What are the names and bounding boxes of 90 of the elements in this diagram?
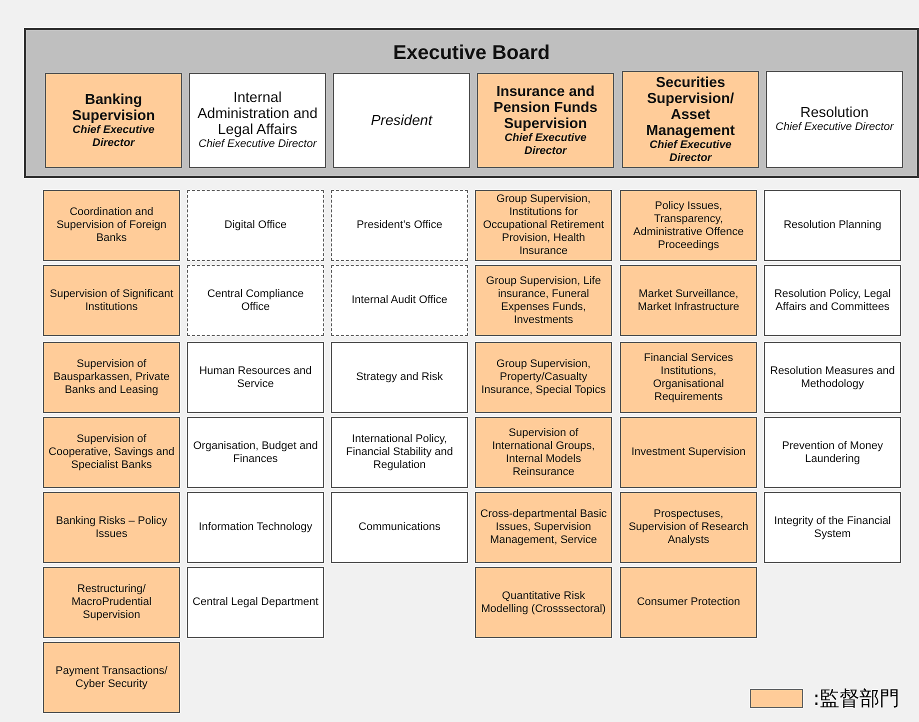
- division-name: Internal Administration and Legal Affairs: [196, 90, 319, 138]
- department-box: [620, 265, 757, 336]
- department-box: [331, 342, 468, 413]
- department-box: [187, 567, 324, 638]
- department-name: Prospectuses, Supervision of Research Analysts: [628, 508, 750, 547]
- division-box: [622, 71, 759, 168]
- department-name: Supervision of International Groups, Internal Models Reinsurance: [491, 426, 596, 478]
- department-name: President’s Office: [356, 219, 442, 232]
- department-box: [764, 417, 901, 488]
- department-name: Prevention of Money Laundering: [781, 440, 884, 466]
- department-name: Financial Services Institutions, Organisational Requirements: [642, 352, 734, 404]
- department-box: [475, 342, 612, 413]
- department-name: Digital Office: [224, 219, 287, 232]
- department-box: [43, 417, 180, 488]
- board-panel: [24, 28, 919, 178]
- department-name: Resolution Measures and Methodology: [769, 364, 896, 390]
- department-name: Cross-departmental Basic Issues, Supervision Management, Service: [480, 508, 607, 547]
- director-title: Chief Executive Director: [776, 121, 894, 134]
- department-name: Strategy and Risk: [356, 371, 443, 384]
- department-box: [187, 265, 324, 336]
- department-name: Organisation, Budget and Finances: [192, 440, 319, 466]
- legend-text: :監督部門: [813, 685, 900, 712]
- department-box: [43, 492, 180, 563]
- department-name: Central Compliance Office: [206, 288, 305, 314]
- department-box: [331, 265, 468, 336]
- department-name: Quantitative Risk Modelling (Crosssectoral): [480, 590, 607, 616]
- department-name: Group Supervision, Property/Casualty Insurance, Special Topics: [480, 358, 607, 397]
- division-box: [189, 73, 326, 168]
- department-box: [475, 417, 612, 488]
- department-name: Restructuring/ MacroPrudential Supervision: [70, 583, 153, 622]
- department-box: [43, 342, 180, 413]
- department-name: Banking Risks – Policy Issues: [54, 514, 168, 540]
- department-name: Communications: [358, 521, 440, 534]
- department-box: [764, 265, 901, 336]
- department-box: [620, 190, 757, 261]
- department-box: [620, 567, 757, 638]
- department-name: Payment Transactions/ Cyber Security: [54, 664, 168, 690]
- department-name: Internal Audit Office: [352, 294, 448, 307]
- department-box: [43, 190, 180, 261]
- department-box: [475, 567, 612, 638]
- department-name: Supervision of Significant Institutions: [48, 288, 174, 314]
- department-name: Integrity of the Financial System: [773, 514, 892, 540]
- division-box: [477, 73, 614, 168]
- department-box: [331, 417, 468, 488]
- department-box: [764, 492, 901, 563]
- department-box: [620, 342, 757, 413]
- department-name: Investment Supervision: [631, 446, 746, 459]
- director-title: Chief Executive Director: [504, 132, 588, 158]
- director-title: Chief Executive Director: [72, 124, 156, 150]
- director-title: Chief Executive Director: [198, 138, 316, 151]
- department-box: [475, 265, 612, 336]
- division-name: Insurance and Pension Funds Supervision: [492, 84, 598, 132]
- division-name: Resolution: [800, 105, 869, 121]
- department-box: [43, 265, 180, 336]
- department-name: Group Supervision, Life insurance, Funeral Expenses Funds, Investments: [485, 274, 602, 326]
- department-box: [620, 417, 757, 488]
- department-name: Coordination and Supervision of Foreign Banks: [55, 206, 168, 245]
- division-name: Securities Supervision/ Asset Management: [645, 74, 736, 138]
- department-name: Resolution Policy, Legal Affairs and Committees: [773, 288, 892, 314]
- department-name: Market Surveillance, Market Infrastructure: [636, 288, 740, 314]
- department-name: Policy Issues, Transparency, Administrative Offence Proceedings: [632, 200, 745, 252]
- department-name: Central Legal Department: [192, 596, 318, 609]
- department-box: [475, 190, 612, 261]
- department-name: Information Technology: [198, 521, 312, 534]
- division-box: [766, 71, 903, 168]
- department-box: [187, 342, 324, 413]
- department-box: [187, 190, 324, 261]
- department-box: [331, 492, 468, 563]
- department-name: Consumer Protection: [636, 596, 740, 609]
- department-name: International Policy, Financial Stability and Regulation: [344, 433, 454, 472]
- department-name: Group Supervision, Institutions for Occupational Retirement Provision, Health Insurance: [482, 193, 606, 258]
- department-box: [43, 567, 180, 638]
- department-box: [187, 492, 324, 563]
- department-name: Human Resources and Service: [198, 364, 313, 390]
- division-box: [45, 73, 182, 168]
- department-box: [331, 190, 468, 261]
- department-box: [764, 190, 901, 261]
- department-box: [43, 642, 180, 713]
- department-name: Resolution Planning: [784, 219, 882, 232]
- division-name: President: [370, 112, 432, 128]
- division-name: Banking Supervision: [71, 92, 156, 124]
- department-box: [187, 417, 324, 488]
- department-box: [764, 342, 901, 413]
- department-box: [475, 492, 612, 563]
- director-title: Chief Executive Director: [648, 138, 732, 164]
- department-name: Supervision of Cooperative, Savings and Specialist Banks: [48, 433, 175, 472]
- department-box: [620, 492, 757, 563]
- department-name: Supervision of Bausparkassen, Private Banks and Leasing: [52, 358, 171, 397]
- board-title: Executive Board: [393, 42, 550, 65]
- division-box: [333, 73, 470, 168]
